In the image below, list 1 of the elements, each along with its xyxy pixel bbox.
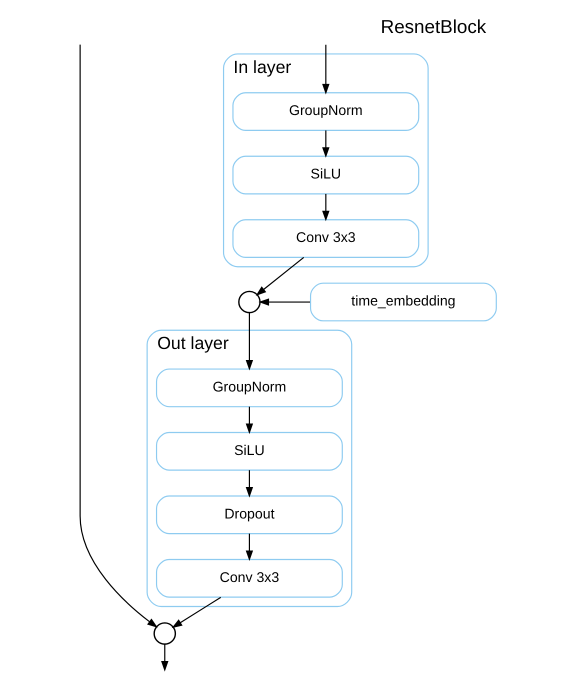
diagram-title: ResnetBlock (380, 16, 486, 37)
